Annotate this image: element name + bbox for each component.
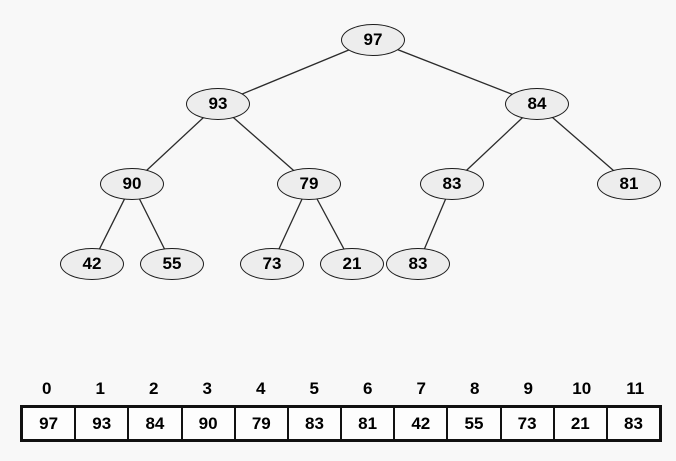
array-index-label: 11	[626, 379, 645, 398]
heap-tree: 97 93 84 90 79 83 81 42 55 73 21 83	[60, 24, 661, 280]
array-cell: 93	[76, 408, 130, 439]
tree-node: 73	[240, 248, 304, 280]
tree-node: 83	[420, 168, 484, 200]
array-index-label: 5	[309, 379, 319, 398]
tree-node: 90	[100, 168, 164, 200]
tree-node-value: 79	[299, 174, 319, 193]
tree-node-root: 97	[341, 24, 405, 56]
tree-node: 79	[277, 168, 341, 200]
array-cell: 81	[342, 408, 396, 439]
tree-node-value: 21	[342, 254, 362, 273]
tree-node-value: 93	[208, 94, 228, 113]
tree-node-value: 42	[82, 254, 102, 273]
tree-edge	[217, 39, 374, 105]
tree-node-value: 73	[262, 254, 282, 273]
tree-node: 42	[60, 248, 124, 280]
array-cell: 79	[236, 408, 289, 439]
array-index-label: 8	[470, 379, 480, 398]
tree-node-value: 84	[527, 94, 547, 113]
tree-edges	[91, 39, 630, 265]
tree-node: 84	[505, 88, 569, 120]
array-index-label: 9	[523, 379, 533, 398]
tree-node-value: 55	[162, 254, 182, 273]
array-index-label: 2	[149, 379, 159, 398]
tree-node-value: 97	[363, 30, 383, 49]
array-cell: 83	[624, 413, 643, 433]
array-cell: 73	[502, 408, 555, 439]
tree-node: 55	[140, 248, 204, 280]
tree-node-value: 83	[408, 254, 428, 273]
array-cell: 21	[555, 408, 608, 439]
tree-node-value: 81	[619, 174, 639, 193]
array-index-label: 6	[363, 379, 373, 398]
tree-edge	[372, 39, 538, 105]
tree-node-value: 83	[442, 174, 462, 193]
array-cell: 84	[129, 408, 183, 439]
tree-node: 93	[186, 88, 250, 120]
array-cell: 97	[23, 408, 77, 439]
tree-node: 21	[320, 248, 384, 280]
tree-node: 81	[597, 168, 661, 200]
heap-array: 97 93 84 90 79 83 81 42 55 73 21 83	[20, 405, 662, 442]
tree-node-value: 90	[122, 174, 142, 193]
array-index-label: 1	[95, 379, 105, 398]
array-index-label: 10	[572, 379, 592, 398]
array-cell: 90	[183, 408, 236, 439]
array-cell: 83	[289, 408, 343, 439]
array-index-label: 4	[256, 379, 266, 398]
array-index-row: 0 1 2 3 4 5 6 7 8 9 10 11	[20, 376, 662, 402]
array-index-label: 3	[202, 379, 212, 398]
array-cell: 55	[448, 408, 502, 439]
array-index-label: 7	[416, 379, 426, 398]
array-cell: 42	[395, 408, 449, 439]
tree-node: 83	[386, 248, 450, 280]
array-index-label: 0	[42, 379, 52, 398]
